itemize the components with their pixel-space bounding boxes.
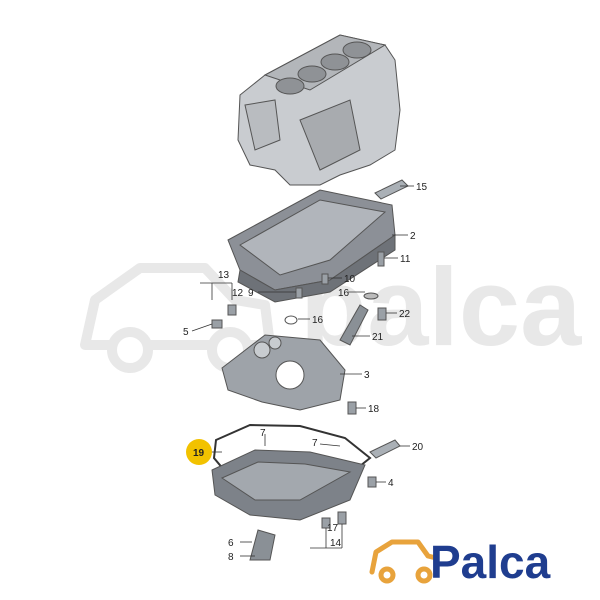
label-18: 18 bbox=[368, 404, 380, 415]
label-10: 10 bbox=[344, 274, 356, 285]
label-9: 9 bbox=[248, 288, 254, 299]
car-icon bbox=[369, 539, 439, 584]
brand-name: Palca bbox=[430, 536, 551, 588]
label-15: 15 bbox=[416, 182, 428, 193]
label-4: 4 bbox=[388, 478, 394, 489]
label-7b: 7 bbox=[312, 438, 318, 449]
leader-lines bbox=[191, 185, 414, 557]
baffle-plate bbox=[221, 334, 346, 411]
part-15 bbox=[374, 179, 409, 200]
label-11: 11 bbox=[400, 254, 411, 265]
label-16a: 16 bbox=[338, 288, 350, 299]
upper-oil-pan bbox=[227, 189, 396, 303]
label-8: 8 bbox=[228, 552, 234, 563]
label-19: 19 bbox=[193, 448, 205, 459]
label-3: 3 bbox=[364, 370, 370, 381]
label-12: 12 bbox=[232, 288, 244, 299]
label-2: 2 bbox=[410, 231, 416, 242]
label-21: 21 bbox=[372, 332, 384, 343]
brand-logo: Palca bbox=[369, 536, 551, 588]
label-20: 20 bbox=[412, 442, 424, 453]
label-7a: 7 bbox=[260, 428, 266, 439]
label-17: 17 bbox=[327, 523, 339, 534]
label-13: 13 bbox=[218, 270, 230, 281]
label-6: 6 bbox=[228, 538, 234, 549]
small-parts bbox=[211, 251, 387, 561]
lower-oil-pan bbox=[211, 449, 366, 561]
highlight-marker-19: 19 bbox=[186, 439, 212, 465]
engine-block bbox=[237, 34, 401, 186]
label-16b: 16 bbox=[312, 315, 324, 326]
part-labels: 15 2 11 10 13 9 16 12 22 16 5 21 3 18 7 … bbox=[183, 182, 428, 563]
label-22: 22 bbox=[399, 309, 411, 320]
label-14: 14 bbox=[330, 538, 342, 549]
part-20 bbox=[369, 439, 401, 459]
label-5: 5 bbox=[183, 327, 189, 338]
